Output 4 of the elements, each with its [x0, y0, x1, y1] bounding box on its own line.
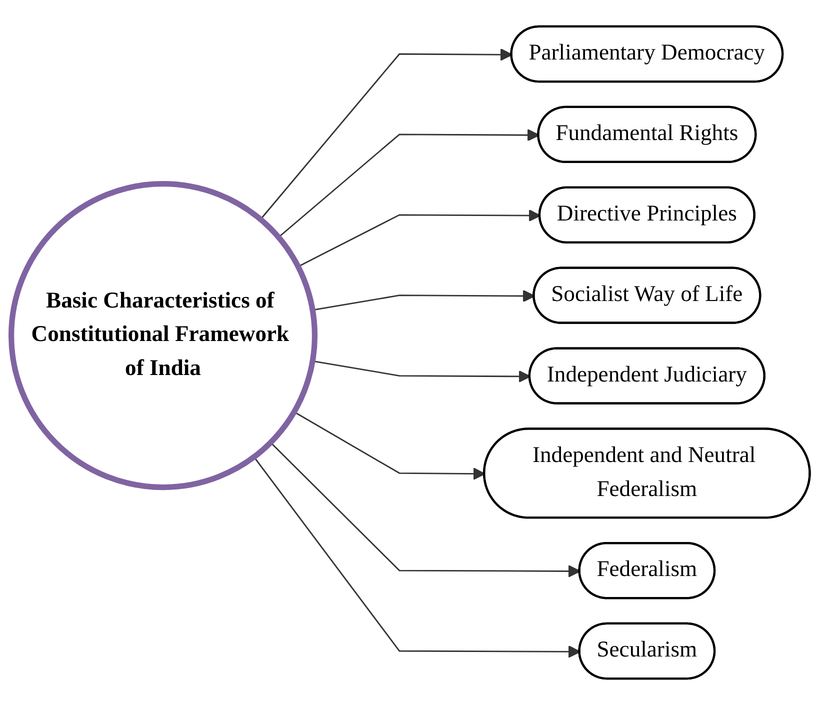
arrow	[278, 128, 540, 238]
arrow	[294, 411, 486, 480]
arrow	[298, 209, 541, 268]
node-circle: Basic Characteristics of Constitutional Framework of India	[8, 181, 318, 490]
